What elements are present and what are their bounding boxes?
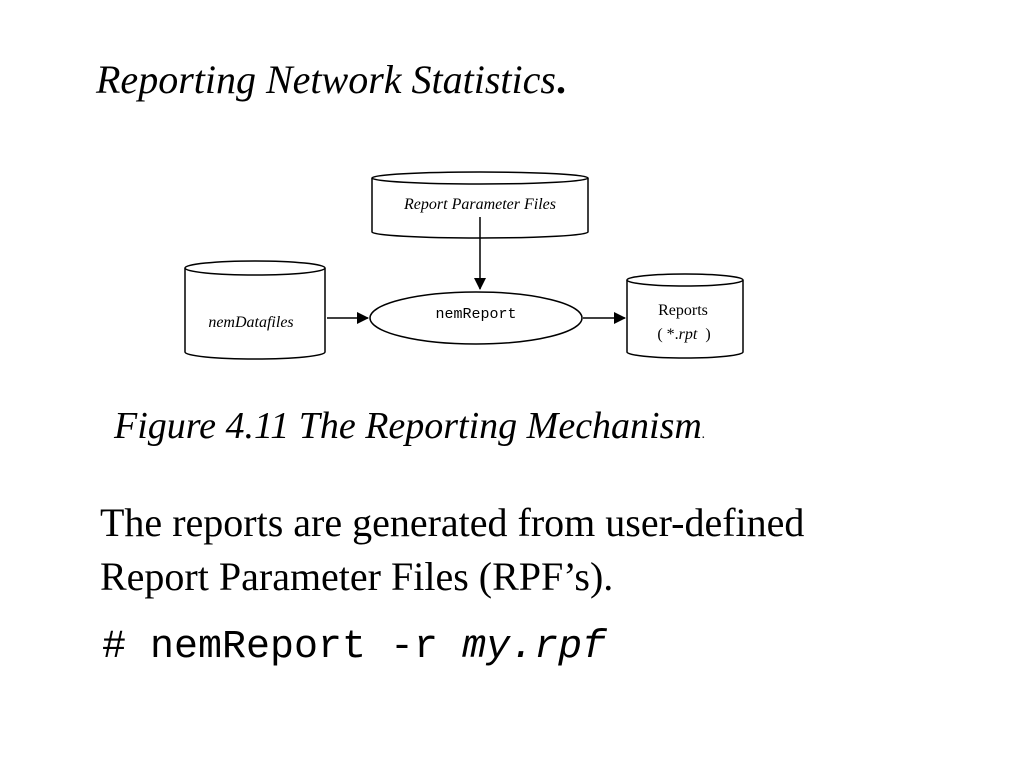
reports-label: Reports xyxy=(658,302,708,319)
figure-caption-end: . xyxy=(701,427,706,442)
nemdatafiles-label: nemDatafiles xyxy=(208,314,293,331)
figure-caption: Figure 4.11 The Reporting Mechanism. xyxy=(114,404,705,450)
command-prefix: # nemReport -r xyxy=(102,625,463,670)
figure-caption-text: Figure 4.11 The Reporting Mechanism xyxy=(114,405,702,447)
command-argument: my.rpf xyxy=(462,625,607,670)
report-parameter-files-node: Report Parameter Files xyxy=(371,171,589,239)
report-parameter-files-label: Report Parameter Files xyxy=(403,196,556,213)
body-line-2: Report Parameter Files (RPF’s). xyxy=(100,554,614,599)
command-example: # nemReport -r my.rpf xyxy=(102,624,606,672)
reports-extension-prefix: ( *. xyxy=(657,326,678,343)
reports-extension-label: ( *.rpt ) xyxy=(657,326,710,343)
reporting-mechanism-diagram: Report Parameter Files nemDatafiles nemR… xyxy=(184,171,744,360)
slide-title-period: . xyxy=(555,57,566,102)
reports-extension-ext: rpt xyxy=(679,326,698,343)
nemreport-process-label: nemReport xyxy=(435,306,516,323)
body-paragraph: The reports are generated from user-defi… xyxy=(100,496,960,604)
slide-title-text: Reporting Network Statistics xyxy=(96,57,556,102)
reports-node: Reports ( *.rpt ) xyxy=(626,273,744,359)
slide-title: Reporting Network Statistics. xyxy=(96,56,566,104)
reports-extension-suffix: ) xyxy=(697,326,710,343)
nemreport-process-node: nemReport xyxy=(369,291,583,345)
body-line-1: The reports are generated from user-defi… xyxy=(100,500,805,545)
nemdatafiles-node: nemDatafiles xyxy=(184,260,326,360)
